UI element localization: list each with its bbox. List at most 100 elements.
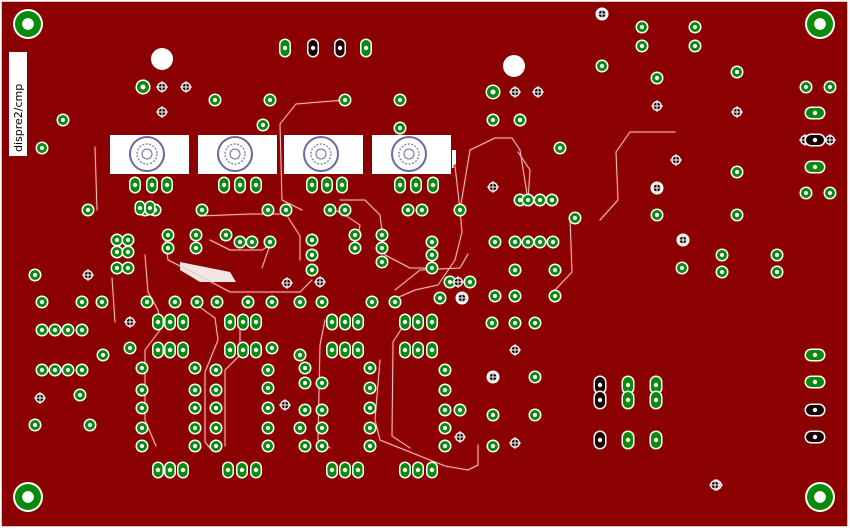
oval-pad-drill — [402, 467, 408, 473]
via-icon — [438, 403, 452, 417]
pad-drill — [512, 320, 518, 326]
oval-pad-drill — [253, 467, 259, 473]
pad-drill — [552, 267, 558, 273]
pad-drill — [139, 425, 145, 431]
mounting-hole-drill — [22, 18, 34, 30]
via-icon — [48, 363, 62, 377]
trace-highlight — [391, 209, 463, 301]
via-icon — [75, 323, 89, 337]
via-icon — [650, 71, 664, 85]
via-icon — [425, 261, 439, 275]
via-icon — [463, 275, 477, 289]
via-icon — [323, 203, 337, 217]
via-icon — [508, 289, 522, 303]
dark-via-icon — [456, 292, 468, 304]
oval-pad-drill — [355, 347, 361, 353]
via-icon — [293, 295, 307, 309]
pad-drill — [719, 252, 725, 258]
oval-pad-drill — [329, 347, 335, 353]
pad-drill — [367, 443, 373, 449]
via-icon — [245, 235, 259, 249]
trace-highlight — [94, 146, 98, 211]
pad-drill — [139, 365, 145, 371]
pad-drill — [692, 43, 698, 49]
oval-pad-icon — [649, 375, 663, 395]
pad-drill — [352, 245, 358, 251]
pad-drill — [267, 97, 273, 103]
oval-pad-icon — [334, 38, 346, 58]
oval-pad-icon — [234, 176, 246, 194]
via-icon — [363, 401, 377, 415]
pad-drill — [442, 425, 448, 431]
oval-pad-drill — [625, 397, 631, 403]
oval-pad-drill — [310, 45, 316, 51]
pad-drill — [114, 265, 120, 271]
via-icon — [75, 363, 89, 377]
via-icon — [298, 376, 312, 390]
via-icon — [799, 186, 813, 200]
via-icon — [305, 263, 319, 277]
via-icon — [338, 203, 352, 217]
oval-pad-icon — [621, 390, 635, 410]
via-icon — [438, 363, 452, 377]
dark-via-icon — [532, 86, 544, 98]
via-icon — [453, 203, 467, 217]
via-icon — [438, 383, 452, 397]
potentiometer-icon — [372, 135, 451, 174]
oval-pad-drill — [653, 397, 659, 403]
dark-via-icon — [677, 234, 689, 246]
via-icon — [28, 268, 42, 282]
via-icon — [486, 113, 500, 127]
pad-drill — [213, 443, 219, 449]
pad-drill — [537, 239, 543, 245]
pad-drill — [367, 365, 373, 371]
oval-pad-drill — [324, 182, 330, 188]
pad-drill — [302, 380, 308, 386]
board-label: dispre2/cmp — [9, 52, 27, 156]
potentiometer-shaft — [141, 148, 153, 160]
pad-drill — [52, 367, 58, 373]
pad-drill — [442, 443, 448, 449]
oval-pad-icon — [326, 313, 338, 331]
trace-highlight — [394, 253, 469, 291]
potentiometer-shaft — [403, 148, 415, 160]
pad-drill — [223, 232, 229, 238]
pad-drill — [39, 327, 45, 333]
via-icon — [121, 245, 135, 259]
via-icon — [261, 439, 275, 453]
oval-pad-icon — [394, 176, 406, 194]
pad-drill — [489, 320, 495, 326]
oval-pad-drill — [429, 467, 435, 473]
oval-pad-drill — [355, 319, 361, 325]
oval-pad-icon — [222, 461, 234, 479]
via-icon — [485, 316, 499, 330]
via-icon — [305, 233, 319, 247]
via-icon — [188, 383, 202, 397]
pad-drill — [52, 327, 58, 333]
via-icon — [433, 291, 447, 305]
via-icon — [315, 403, 329, 417]
via-icon — [415, 203, 429, 217]
dark-via-icon — [34, 392, 46, 404]
pad-drill — [213, 405, 219, 411]
via-icon — [388, 295, 402, 309]
oval-pad-drill — [240, 319, 246, 325]
oval-pad-icon — [360, 38, 372, 58]
oval-pad-icon — [804, 106, 826, 120]
via-icon — [508, 263, 522, 277]
oval-pad-drill — [342, 347, 348, 353]
pad-drill — [309, 252, 315, 258]
pad-drill — [352, 232, 358, 238]
oval-pad-drill — [329, 467, 335, 473]
mounting-hole-drill — [503, 55, 525, 77]
via-icon — [61, 323, 75, 337]
pad-drill — [125, 249, 131, 255]
oval-pad-icon — [593, 375, 607, 395]
via-icon — [375, 241, 389, 255]
pad-drill — [269, 345, 275, 351]
pad-drill — [803, 84, 809, 90]
pad-drill — [192, 405, 198, 411]
pad-drill — [599, 63, 605, 69]
oval-pad-icon — [427, 176, 439, 194]
via-icon — [241, 295, 255, 309]
